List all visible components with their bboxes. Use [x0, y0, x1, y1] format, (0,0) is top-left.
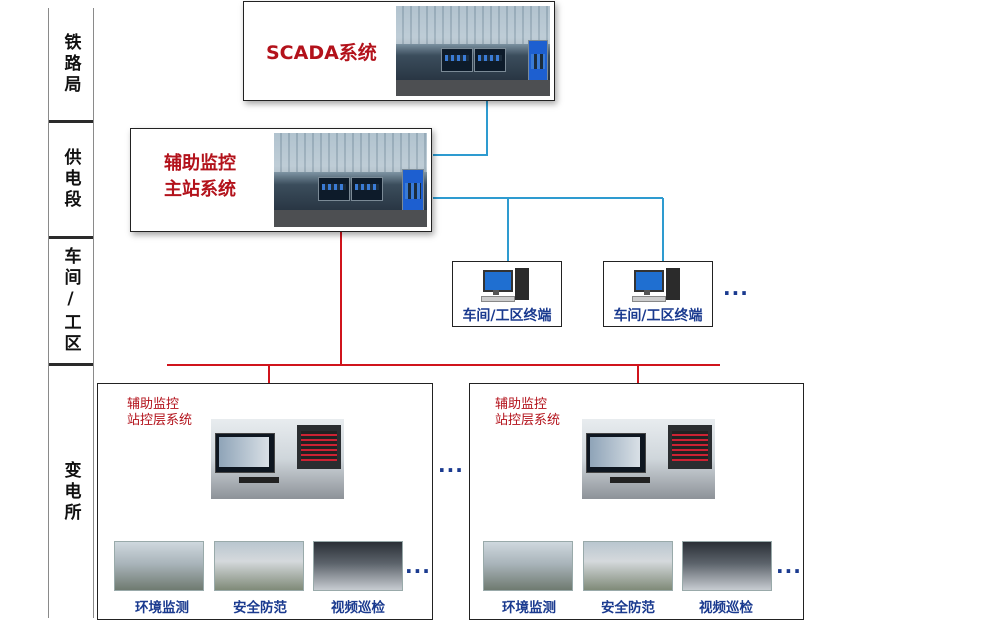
terminal-more-ellipsis: ... — [723, 276, 749, 300]
station-box-1: 辅助监控 站控层系统 环境监测 安全防范 视频巡检 ... — [97, 383, 433, 620]
computer-icon — [481, 268, 533, 302]
subsystem-label: 视频巡检 — [699, 600, 753, 616]
station-title-2: 辅助监控 站控层系统 — [495, 397, 561, 428]
subsystem-label: 安全防范 — [601, 600, 655, 616]
tier-power-section: 供电段 — [60, 148, 81, 211]
scada-master-link — [433, 100, 488, 156]
scada-title: SCADA系统 — [266, 42, 377, 64]
terminal-box-1: 车间/工区终端 — [452, 261, 562, 327]
subsystem-label: 环境监测 — [135, 600, 189, 616]
subsystem-label: 安全防范 — [233, 600, 287, 616]
tier-workshop: 车间/工区 — [60, 247, 81, 355]
video-inspection-photo — [682, 541, 772, 591]
security-protection-photo — [583, 541, 673, 591]
tier-railway-bureau: 铁路局 — [60, 32, 81, 96]
terminal-box-2: 车间/工区终端 — [603, 261, 713, 327]
master-control-room-photo — [274, 133, 427, 227]
master-title-line1: 辅助监控 — [164, 153, 236, 174]
tier-substation: 变电所 — [60, 460, 81, 524]
subsystem-label: 视频巡检 — [331, 600, 385, 616]
scada-control-room-photo — [396, 6, 550, 96]
tier-column: 铁路局 供电段 车间/工区 变电所 — [48, 8, 94, 618]
station-title-1: 辅助监控 站控层系统 — [127, 397, 193, 428]
subsystem-more-ellipsis: ... — [776, 554, 802, 578]
master-station-box: 辅助监控 主站系统 — [130, 128, 432, 232]
terminal-label-1: 车间/工区终端 — [462, 308, 552, 324]
station-more-ellipsis: ... — [438, 453, 464, 477]
master-title-line2: 主站系统 — [164, 179, 236, 200]
station-box-2: 辅助监控 站控层系统 环境监测 安全防范 视频巡检 ... — [469, 383, 804, 620]
terminal-label-2: 车间/工区终端 — [613, 308, 703, 324]
station-workstation-photo-1 — [211, 419, 344, 499]
security-protection-photo — [214, 541, 304, 591]
scada-box: SCADA系统 — [243, 1, 555, 101]
video-inspection-photo — [313, 541, 403, 591]
environment-monitoring-photo — [483, 541, 573, 591]
station-workstation-photo-2 — [582, 419, 715, 499]
environment-monitoring-photo — [114, 541, 204, 591]
subsystem-label: 环境监测 — [502, 600, 556, 616]
computer-icon — [632, 268, 684, 302]
subsystem-more-ellipsis: ... — [405, 554, 431, 578]
